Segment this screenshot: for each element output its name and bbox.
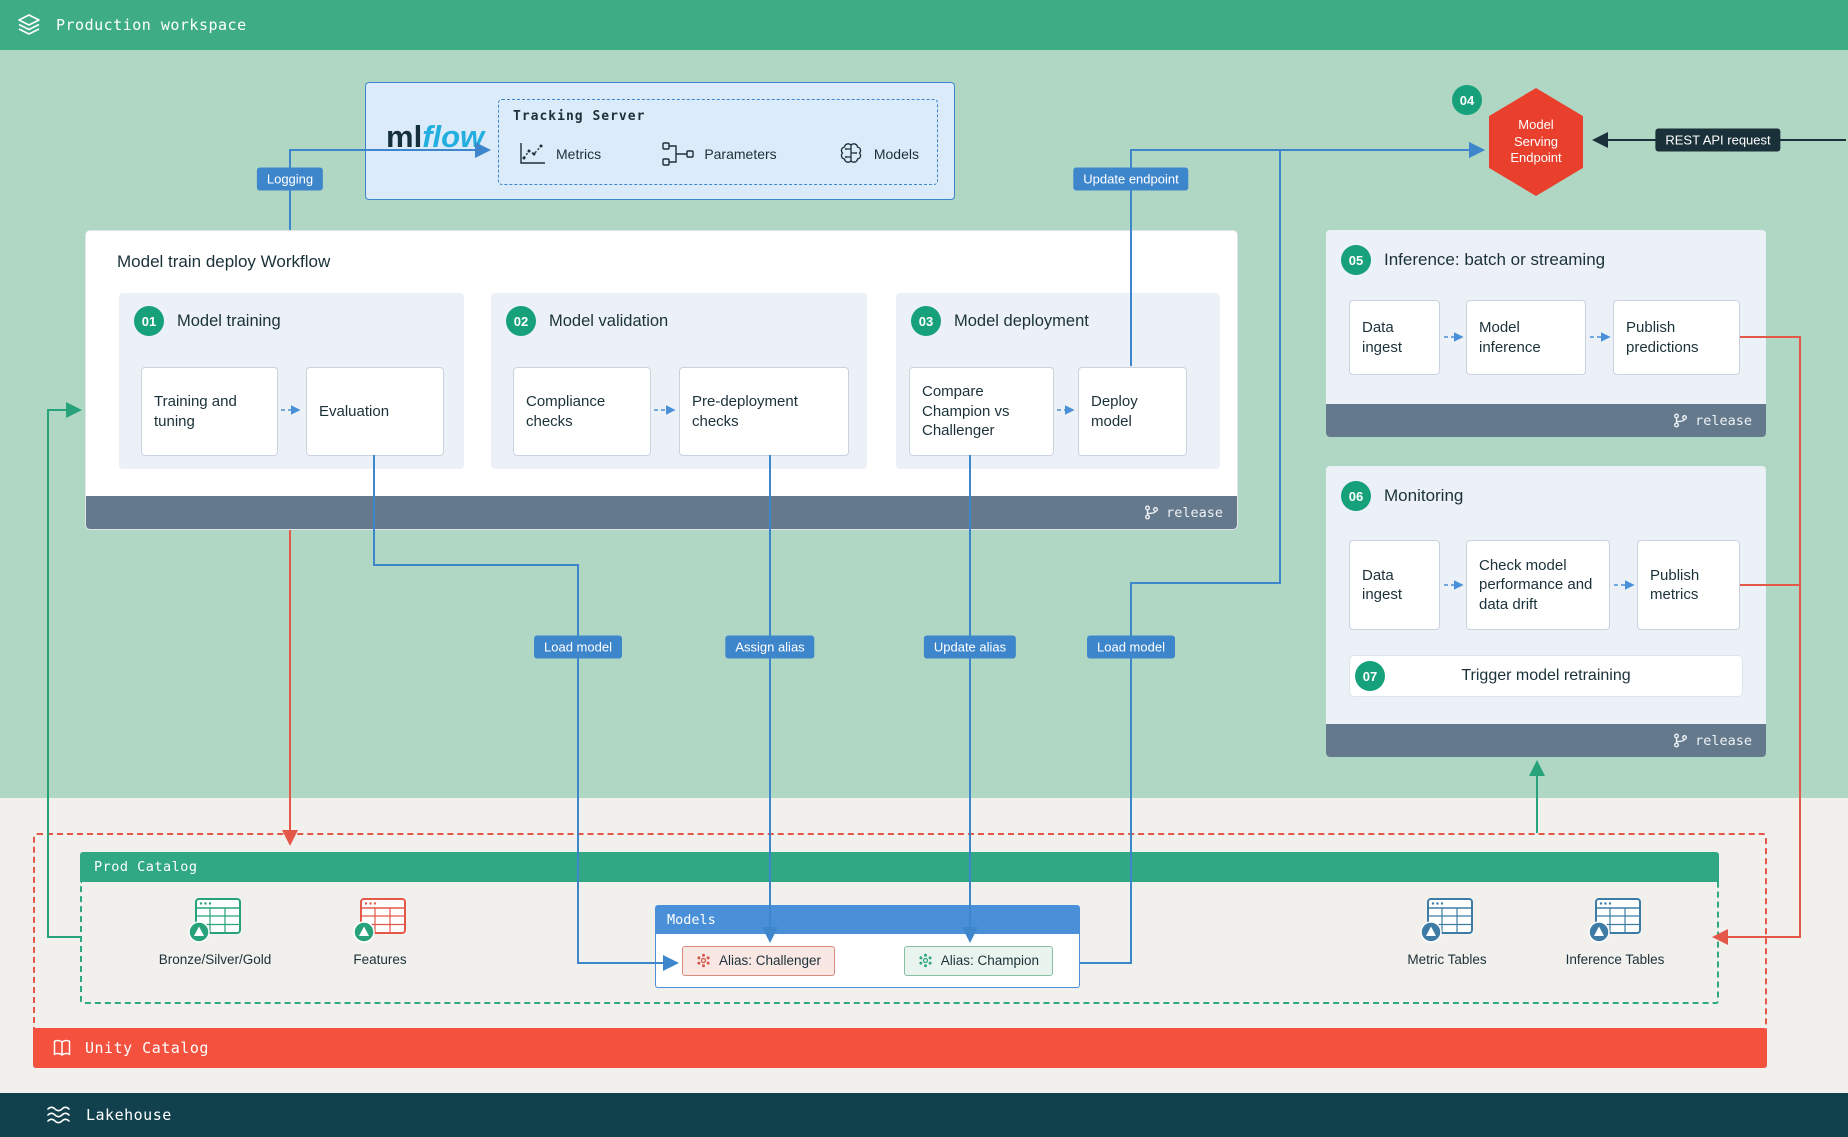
metrics-label: Metrics	[556, 146, 602, 162]
alias-champion-label: Alias: Champion	[940, 953, 1039, 968]
load-model-edge-label-2: Load model	[1087, 635, 1175, 659]
parameters-label: Parameters	[704, 146, 777, 162]
delta-table-icon	[188, 898, 242, 944]
models-registry-box: Models Alias: Challenger	[655, 905, 1080, 988]
inference-release-label: release	[1695, 412, 1752, 429]
mlflow-box: mlflow Tracking Server Metrics	[365, 82, 955, 200]
inference-data-ingest-box: Data ingest	[1349, 300, 1440, 375]
step-06-badge: 06	[1341, 481, 1371, 511]
inference-title: Inference: batch or streaming	[1384, 250, 1606, 269]
rest-api-request-label: REST API request	[1655, 128, 1781, 152]
unity-catalog-bar: Unity Catalog	[33, 1028, 1767, 1068]
models-header-label: Models	[667, 911, 716, 928]
serving-endpoint-label: Model Serving Endpoint	[1510, 116, 1562, 166]
mlflow-logo-ml: ml	[386, 119, 423, 154]
training-and-tuning-box: Training and tuning	[141, 367, 278, 456]
monitoring-panel: 06 Monitoring Data ingest Check model pe…	[1326, 466, 1766, 757]
stage-02-title: Model validation	[549, 311, 669, 330]
branch-icon	[1673, 413, 1688, 428]
models-label: Models	[873, 146, 919, 162]
step-03-badge: 03	[911, 306, 941, 336]
tracking-server-title: Tracking Server	[513, 109, 646, 124]
monitoring-release-label: release	[1695, 732, 1752, 749]
update-alias-edge-label: Update alias	[923, 635, 1017, 659]
inference-release-bar: release	[1326, 404, 1766, 437]
tracking-server-items: Metrics Parameters	[499, 140, 937, 168]
publish-metrics-box: Publish metrics	[1637, 540, 1740, 630]
alias-challenger-badge: Alias: Challenger	[682, 945, 836, 976]
trigger-retraining-label: Trigger model retraining	[1461, 667, 1631, 684]
parameters-icon	[661, 141, 695, 167]
workflow-title: Model train deploy Workflow	[117, 252, 331, 271]
tracking-server-box: Tracking Server Metrics	[498, 99, 938, 185]
alias-challenger-label: Alias: Challenger	[719, 953, 822, 968]
workflow-release-bar: release	[86, 496, 1237, 529]
monitoring-release-bar: release	[1326, 724, 1766, 757]
waves-icon	[46, 1104, 72, 1126]
features-table: Features	[305, 898, 455, 967]
compare-champion-challenger-box: Compare Champion vs Challenger	[909, 367, 1054, 456]
pre-deployment-checks-box: Pre-deployment checks	[679, 367, 849, 456]
monitoring-data-ingest-box: Data ingest	[1349, 540, 1440, 630]
brain-icon	[837, 140, 865, 168]
workflow-release-label: release	[1166, 504, 1223, 521]
tracking-item-models: Models	[837, 140, 919, 168]
load-model-edge-label-1: Load model	[534, 635, 622, 659]
lakehouse-bar: Lakehouse	[0, 1093, 1848, 1137]
alias-champion-badge: Alias: Champion	[903, 945, 1053, 976]
delta-table-icon	[1588, 898, 1642, 944]
model-version-icon	[918, 953, 933, 968]
bronze-silver-gold-tables: Bronze/Silver/Gold	[140, 898, 290, 967]
branch-icon	[1144, 505, 1159, 520]
metric-tables: Metric Tables	[1372, 898, 1522, 967]
step-02-badge: 02	[506, 306, 536, 336]
model-version-icon	[696, 953, 711, 968]
book-icon	[51, 1038, 73, 1058]
step-05-badge: 05	[1341, 245, 1371, 275]
stage-model-validation: 02 Model validation Compliance checks Pr…	[491, 293, 867, 469]
update-endpoint-edge-label: Update endpoint	[1073, 167, 1189, 191]
tracking-item-metrics: Metrics	[517, 141, 601, 167]
branch-icon	[1673, 733, 1688, 748]
step-04-badge: 04	[1452, 85, 1482, 115]
model-train-deploy-workflow: Model train deploy Workflow 01 Model tra…	[85, 230, 1238, 530]
inference-panel: 05 Inference: batch or streaming Data in…	[1326, 230, 1766, 437]
evaluation-box: Evaluation	[306, 367, 444, 456]
bronze-silver-gold-label: Bronze/Silver/Gold	[158, 952, 272, 967]
monitoring-title: Monitoring	[1384, 486, 1464, 505]
deploy-model-box: Deploy model	[1078, 367, 1187, 456]
trigger-retraining-bar: 07 Trigger model retraining	[1349, 655, 1743, 697]
mlflow-logo: mlflow	[386, 119, 484, 155]
models-body: Alias: Challenger Alias: Champion	[655, 934, 1080, 988]
features-label: Features	[353, 952, 407, 967]
unity-catalog-label: Unity Catalog	[85, 1039, 209, 1057]
metric-tables-label: Metric Tables	[1407, 952, 1487, 967]
metrics-icon	[517, 141, 547, 167]
layers-icon	[16, 12, 42, 38]
mlflow-logo-flow: flow	[422, 119, 485, 154]
stage-03-title: Model deployment	[954, 311, 1089, 330]
prod-catalog-header: Prod Catalog	[80, 852, 1719, 882]
tracking-item-parameters: Parameters	[661, 141, 777, 167]
assign-alias-edge-label: Assign alias	[725, 635, 815, 659]
delta-table-icon	[1420, 898, 1474, 944]
delta-table-icon	[353, 898, 407, 944]
prod-catalog-label: Prod Catalog	[94, 859, 198, 875]
workspace-title: Production workspace	[56, 16, 247, 34]
inference-tables-label: Inference Tables	[1565, 952, 1665, 967]
model-inference-box: Model inference	[1466, 300, 1586, 375]
logging-edge-label: Logging	[256, 167, 324, 191]
step-01-badge: 01	[134, 306, 164, 336]
models-header: Models	[655, 905, 1080, 934]
inference-tables: Inference Tables	[1540, 898, 1690, 967]
lakehouse-label: Lakehouse	[86, 1106, 172, 1124]
stage-01-title: Model training	[177, 311, 281, 330]
publish-predictions-box: Publish predictions	[1613, 300, 1740, 375]
production-workspace-bar: Production workspace	[0, 0, 1848, 50]
stage-model-deployment: 03 Model deployment Compare Champion vs …	[896, 293, 1220, 469]
compliance-checks-box: Compliance checks	[513, 367, 651, 456]
check-model-performance-box: Check model performance and data drift	[1466, 540, 1610, 630]
stage-model-training: 01 Model training Training and tuning Ev…	[119, 293, 464, 469]
